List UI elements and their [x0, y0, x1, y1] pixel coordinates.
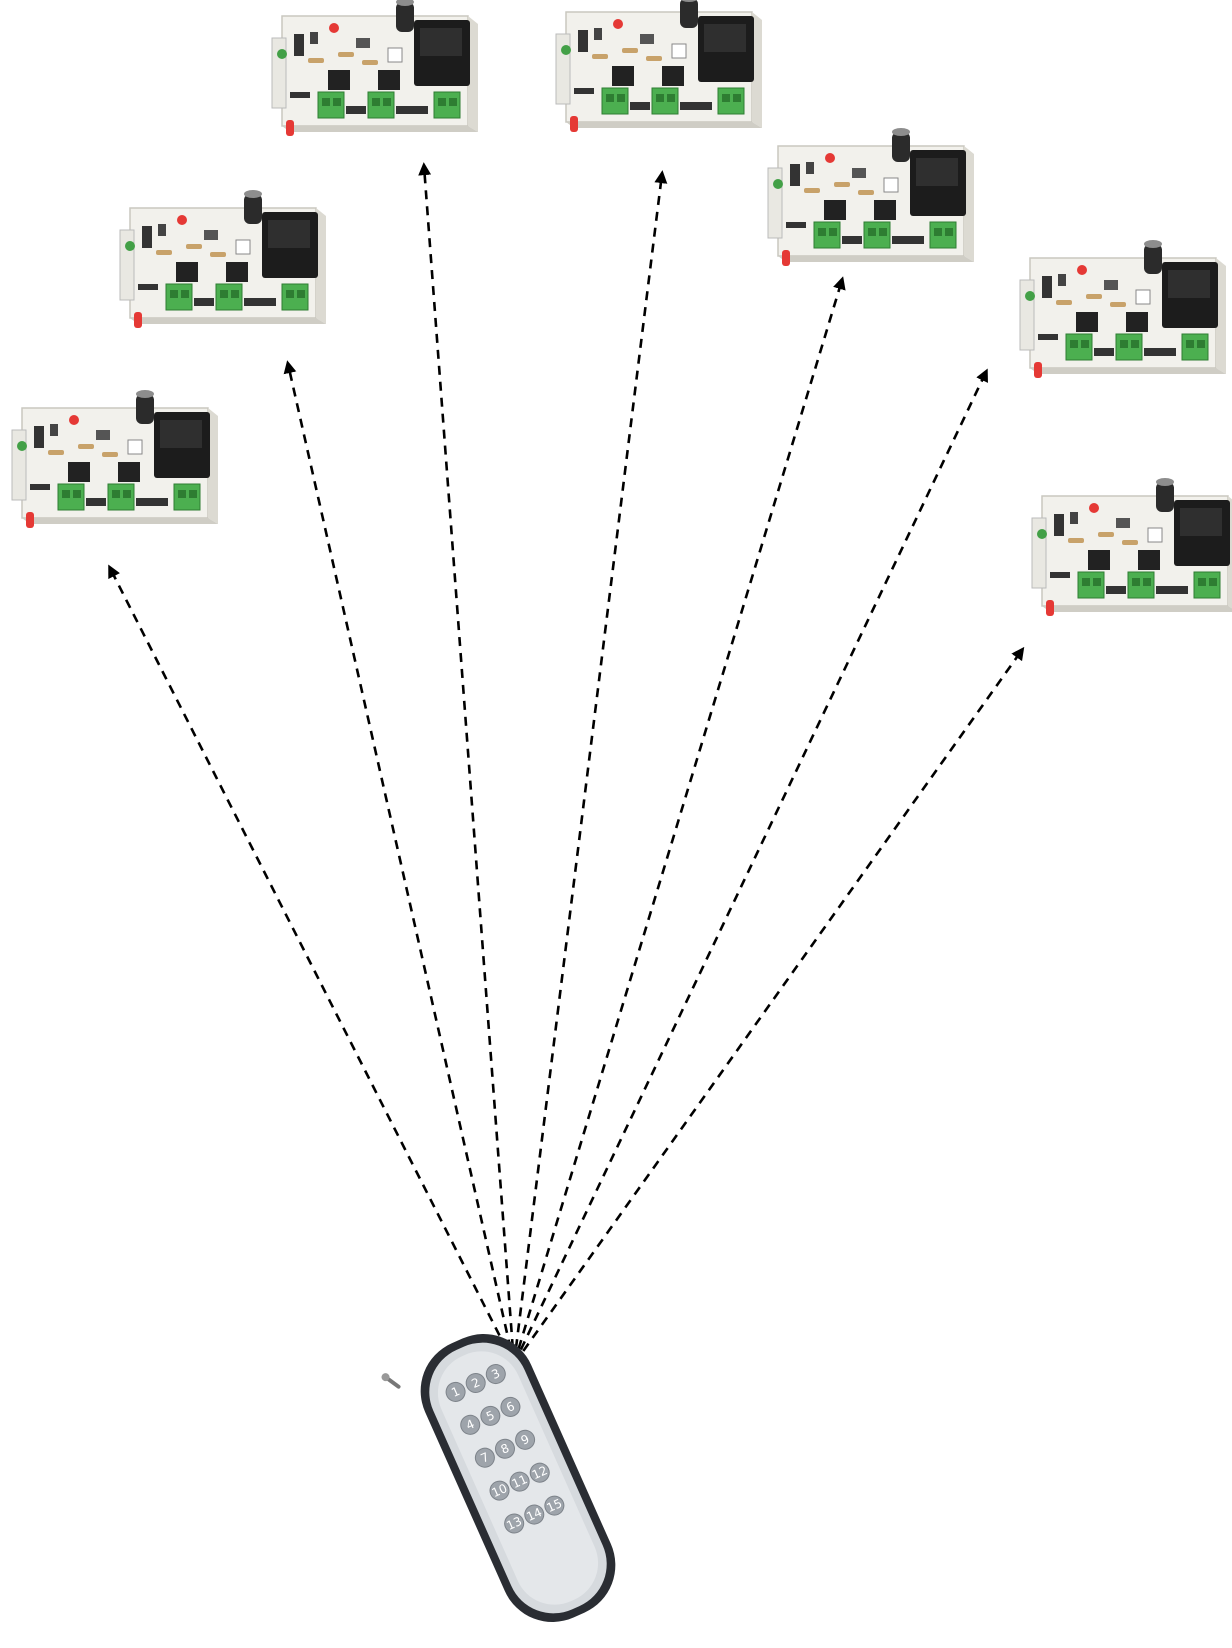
remote-button-label: 15 — [545, 1496, 565, 1515]
remote-button — [529, 1462, 550, 1483]
relay-receiver-board-icon — [119, 189, 327, 329]
signal-arrows — [108, 162, 1025, 1365]
remote-button — [460, 1414, 481, 1435]
remote-button — [485, 1364, 506, 1385]
remote-button-label: 12 — [530, 1463, 550, 1482]
remote-button — [500, 1396, 521, 1417]
remote-button-label: 11 — [510, 1472, 530, 1491]
relay-receiver-board-icon — [11, 389, 219, 529]
signal-arrow — [418, 162, 516, 1365]
relay-receiver-board-icon — [1019, 239, 1227, 379]
remote-button — [524, 1504, 545, 1525]
remote-button — [465, 1372, 486, 1393]
remote-button — [509, 1471, 530, 1492]
remote-button-label: 13 — [504, 1514, 524, 1533]
remote-button — [494, 1438, 515, 1459]
remote-button — [544, 1495, 565, 1516]
remote-button — [480, 1405, 501, 1426]
signal-arrow — [108, 564, 516, 1365]
signal-arrow — [512, 368, 988, 1365]
relay-receiver-board-icon — [271, 0, 479, 137]
remote-button — [445, 1381, 466, 1402]
receiver-boards — [11, 0, 1232, 617]
remote-button-label: 10 — [490, 1481, 510, 1500]
remote-button — [504, 1513, 525, 1534]
signal-arrow — [512, 276, 846, 1365]
signal-arrow — [512, 170, 668, 1365]
relay-receiver-board-icon — [555, 0, 763, 133]
relay-receiver-board-icon — [767, 127, 975, 267]
relay-receiver-board-icon — [1031, 477, 1232, 617]
remote-button — [474, 1447, 495, 1468]
signal-arrow — [283, 360, 516, 1365]
remote-button-label: 14 — [524, 1505, 544, 1524]
remote-button — [515, 1429, 536, 1450]
signal-arrow — [512, 646, 1025, 1365]
remote-button — [489, 1480, 510, 1501]
